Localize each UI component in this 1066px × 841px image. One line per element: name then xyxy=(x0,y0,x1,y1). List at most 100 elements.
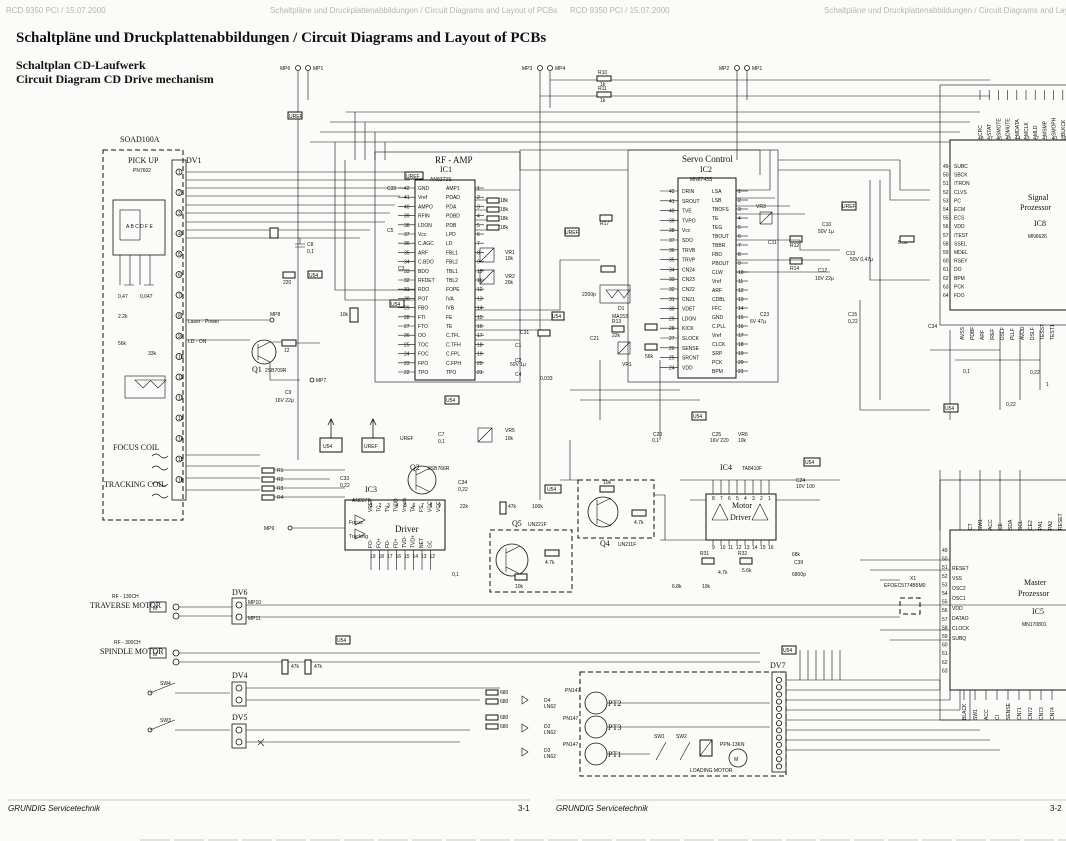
dv1-pin xyxy=(175,168,183,176)
ic8-pin-name-bottom: TEST1 xyxy=(1050,324,1056,340)
ic8-pin-name-left: SSEL xyxy=(954,241,967,247)
ic4-pin-num-bottom: 13 xyxy=(744,545,750,551)
svg-text:U54: U54 xyxy=(945,406,954,412)
ic1-pin-name-left: FBO xyxy=(418,306,428,312)
ic1-pin-num-right: 4 xyxy=(477,214,480,220)
ic3-pin-num-top: 8 xyxy=(430,503,433,509)
ic2-pin-name-left: Vcc xyxy=(682,228,691,234)
ic3-pin-num-bottom: 14 xyxy=(413,554,419,560)
ic5-part: MN170801 xyxy=(1022,622,1047,628)
svg-text:18k: 18k xyxy=(500,198,509,204)
q1-label: Q1 xyxy=(252,365,262,374)
ic1-pin-name-right: C.FPL xyxy=(446,352,460,358)
ic3-pin-num-bottom: 13 xyxy=(421,554,427,560)
svg-text:C24: C24 xyxy=(796,478,805,484)
driver-surround: U54 UREF UREF C7 0,1 U54 VR5 10k Q2 2SB7… xyxy=(261,395,515,578)
ic8-pin-name-top: MDATA xyxy=(1015,119,1021,136)
dv1-pin-num: 1 xyxy=(178,170,181,176)
ic1-pin-num-right: 19 xyxy=(477,352,483,358)
ic1-pin-name-right: FBL1 xyxy=(446,250,458,256)
dv1-pin-num: 11 xyxy=(178,375,183,381)
ic8-pin-name-left: VDD xyxy=(954,224,965,230)
ic2-pin-name-left: TRVP xyxy=(682,258,696,264)
ic8-pin-name-left: SBCK xyxy=(954,173,968,179)
ic5-pin-name-bottom: SW1 xyxy=(973,709,979,720)
ic8-pin-name-bottom: AVSS xyxy=(960,326,966,340)
ic8-pin-num-top: 42 xyxy=(1033,136,1039,142)
svg-text:RF - 130CH: RF - 130CH xyxy=(112,594,139,600)
ic8-pin-name-bottom: PDBF xyxy=(970,327,976,340)
ic1-pin-num-left: 25 xyxy=(404,342,410,348)
ic1-pin-num-right: 20 xyxy=(477,361,483,367)
svg-text:4.7k: 4.7k xyxy=(545,560,555,566)
ic5-pin-name-bottom: CN72 xyxy=(1028,707,1034,720)
svg-text:20k: 20k xyxy=(505,280,514,286)
ic8-pin-name-left: /TEST xyxy=(954,233,968,239)
svg-text:18k: 18k xyxy=(500,216,509,222)
footer-brand-left: GRUNDIG Servicetechnik xyxy=(8,804,101,813)
ic1-pin-num-left: 32 xyxy=(404,278,410,284)
svg-text:0,1: 0,1 xyxy=(438,439,445,445)
svg-text:R17: R17 xyxy=(600,221,609,227)
ic2-pin-num-right: 19 xyxy=(738,351,744,357)
ic1-pin-name-left: GND xyxy=(418,186,430,192)
ic8-passives: C34 0,1 0,22 1 0,22 U54 xyxy=(928,324,1049,420)
svg-text:C25: C25 xyxy=(712,432,721,438)
focus-coil-label: FOCUS COIL xyxy=(113,443,160,452)
ic2-pin-name-right: C.PLL xyxy=(712,324,726,330)
driver-title: Driver xyxy=(395,524,419,534)
r11-label: R11 xyxy=(598,86,607,92)
ic8-pin-num-top: 41 xyxy=(1042,136,1048,142)
dv1-pin xyxy=(175,189,183,196)
ic2-part: MN6743S xyxy=(690,177,713,183)
ic3-pin-num-top: 3 xyxy=(387,503,390,509)
ic3-pin-name-top: VCC xyxy=(436,501,442,512)
motor-driver-ic4: IC4 TA8410F Motor Driver U54 C24 10V 100… xyxy=(660,457,840,590)
ic2-pin-num-left: 35 xyxy=(669,258,675,264)
dv1-pin-num: 9 xyxy=(178,334,181,340)
ic1-pin-name-left: FTO xyxy=(418,324,428,330)
svg-text:C31: C31 xyxy=(520,330,529,336)
dv1-pin-num: 12 xyxy=(178,396,184,402)
svg-text:UREF: UREF xyxy=(400,436,414,442)
ic5-pin-name-top: SDA xyxy=(1008,519,1014,530)
dv1-pin xyxy=(175,353,183,360)
svg-text:C12: C12 xyxy=(818,268,827,274)
dv7-pins xyxy=(776,677,783,770)
svg-text:R14: R14 xyxy=(790,266,799,272)
ic2-pin-name-left: LDON xyxy=(682,316,696,322)
dv1-pin xyxy=(175,332,183,340)
svg-text:220: 220 xyxy=(283,280,292,286)
svg-text:D2: D2 xyxy=(544,724,551,730)
ic3-pin-name-top: VREF xyxy=(368,499,374,512)
svg-text:C23: C23 xyxy=(760,312,769,318)
ic3-label: IC3 xyxy=(365,485,377,494)
ic1-pin-name-right: TE xyxy=(446,324,453,330)
ic5-pin-num-left: 62 xyxy=(942,660,948,666)
ic1-pin-name-left: FOC xyxy=(418,352,429,358)
svg-text:C11: C11 xyxy=(768,240,777,246)
ic5-pin-name-bottom: CN73 xyxy=(1039,707,1045,720)
dv1-pin-num: 8 xyxy=(178,314,181,320)
svg-text:10k: 10k xyxy=(505,436,514,442)
svg-text:SW3: SW3 xyxy=(160,718,171,724)
ic2-pin-name-left: KICK xyxy=(682,326,694,332)
svg-text:VR5: VR5 xyxy=(505,428,515,434)
dv1-pin xyxy=(175,312,183,319)
ic3-pin-name-bottom: TVD+ xyxy=(411,535,417,548)
ic5-pin-num-left: 49 xyxy=(942,548,948,554)
svg-text:16V 22μ: 16V 22μ xyxy=(275,398,294,404)
dv1-pin-num: 6 xyxy=(178,273,181,279)
ic1-pin-num-left: 35 xyxy=(404,250,410,256)
ic2-pin-name-right: TBOUT xyxy=(712,234,729,240)
ic5-pin-name-left: CLOCK xyxy=(952,626,970,632)
svg-text:10k: 10k xyxy=(702,584,711,590)
servo-ic2: Servo Control IC2 MN6743S xyxy=(627,149,779,383)
svg-text:1: 1 xyxy=(1046,382,1049,388)
svg-text:12: 12 xyxy=(284,348,290,354)
dv1-pin xyxy=(175,476,183,483)
svg-text:PN147: PN147 xyxy=(563,716,579,722)
ic1-pin-num-left: 29 xyxy=(404,306,410,312)
ic1-pin-name-right: TPO xyxy=(446,370,456,376)
ic5-pin-num-left: 50 xyxy=(942,557,948,563)
